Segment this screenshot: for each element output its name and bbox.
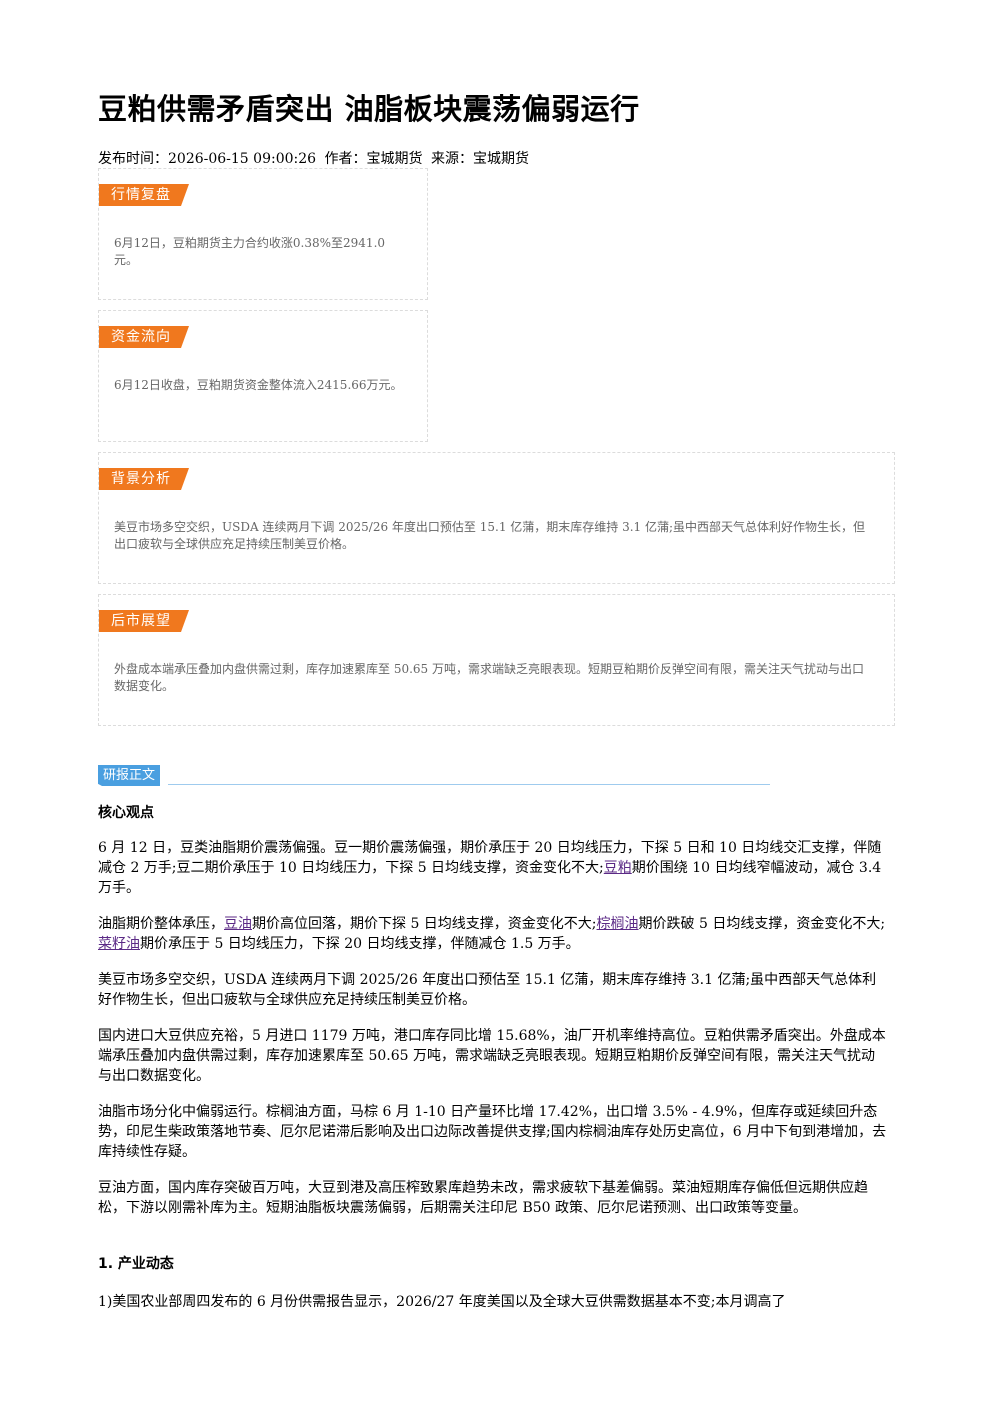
card-outlook: 后市展望 外盘成本端承压叠加内盘供需过剩，库存加速累库至 50.65 万吨，需求… — [98, 594, 895, 726]
card-background: 背景分析 美豆市场多空交织，USDA 连续两月下调 2025/26 年度出口预估… — [98, 452, 895, 584]
card-text: 6月12日收盘，豆粕期货资金整体流入2415.66万元。 — [114, 378, 403, 392]
card-fund-flow: 资金流向 6月12日收盘，豆粕期货资金整体流入2415.66万元。 — [98, 310, 428, 442]
link-rapeseed-oil[interactable]: 菜籽油 — [98, 936, 140, 952]
link-palm-oil[interactable]: 棕榈油 — [596, 916, 639, 932]
card-tag: 背景分析 — [99, 468, 189, 490]
card-market-review: 行情复盘 6月12日，豆粕期货主力合约收涨0.38%至2941.0元。 — [98, 168, 428, 300]
p1-text-b: 期价围绕 10 日均线窄幅波动，减仓 3.4 万手。 — [98, 860, 882, 896]
article-title: 豆粕供需矛盾突出 油脂板块震荡偏弱运行 — [98, 92, 640, 126]
source: 来源：宝城期货 — [430, 151, 529, 167]
paragraph-2: 油脂期价整体承压，豆油期价高位回落，期价下探 5 日均线支撑，资金变化不大;棕榈… — [98, 914, 888, 954]
paragraph-4: 国内进口大豆供应充裕，5 月进口 1179 万吨，港口库存同比增 15.68%，… — [98, 1028, 886, 1084]
card-tag: 资金流向 — [99, 326, 189, 348]
report-section-header: 研报正文 — [98, 765, 770, 787]
section-label: 研报正文 — [98, 765, 161, 786]
p2-text-c: 期价跌破 5 日均线支撑，资金变化不大; — [638, 916, 886, 932]
article-meta: 发布时间：2026-06-15 09:00:26 作者：宝城期货 来源：宝城期货 — [98, 148, 529, 168]
publish-time: 发布时间：2026-06-15 09:00:26 — [98, 151, 317, 167]
card-tag: 后市展望 — [99, 610, 189, 632]
industry-heading: 1. 产业动态 — [98, 1256, 174, 1272]
core-heading: 核心观点 — [98, 805, 154, 821]
link-soymeal[interactable]: 豆粕 — [603, 860, 632, 876]
card-tag: 行情复盘 — [99, 184, 189, 206]
p2-text-d: 期价承压于 5 日均线压力，下探 20 日均线支撑，伴随减仓 1.5 万手。 — [140, 936, 580, 952]
card-text: 美豆市场多空交织，USDA 连续两月下调 2025/26 年度出口预估至 15.… — [114, 520, 866, 551]
paragraph-1: 6 月 12 日，豆类油脂期价震荡偏强。豆一期价震荡偏强，期价承压于 20 日均… — [98, 838, 888, 898]
card-text: 外盘成本端承压叠加内盘供需过剩，库存加速累库至 50.65 万吨，需求端缺乏亮眼… — [114, 662, 864, 693]
p2-text-a: 油脂期价整体承压， — [98, 916, 224, 932]
section-divider — [168, 784, 770, 785]
author: 作者：宝城期货 — [324, 151, 423, 167]
paragraph-5: 油脂市场分化中偏弱运行。棕榈油方面，马棕 6 月 1-10 日产量环比增 17.… — [98, 1104, 887, 1160]
p1-text-a: 6 月 12 日，豆类油脂期价震荡偏强。豆一期价震荡偏强，期价承压于 20 日均… — [98, 840, 882, 876]
paragraph-7: 1)美国农业部周四发布的 6 月份供需报告显示，2026/27 年度美国以及全球… — [98, 1294, 786, 1310]
paragraph-6: 豆油方面，国内库存突破百万吨，大豆到港及高压榨致累库趋势未改，需求疲软下基差偏弱… — [98, 1180, 868, 1216]
paragraph-3: 美豆市场多空交织，USDA 连续两月下调 2025/26 年度出口预估至 15.… — [98, 972, 877, 1008]
card-text: 6月12日，豆粕期货主力合约收涨0.38%至2941.0元。 — [114, 236, 386, 267]
link-soybean-oil[interactable]: 豆油 — [224, 916, 252, 932]
p2-text-b: 期价高位回落，期价下探 5 日均线支撑，资金变化不大; — [252, 916, 597, 932]
